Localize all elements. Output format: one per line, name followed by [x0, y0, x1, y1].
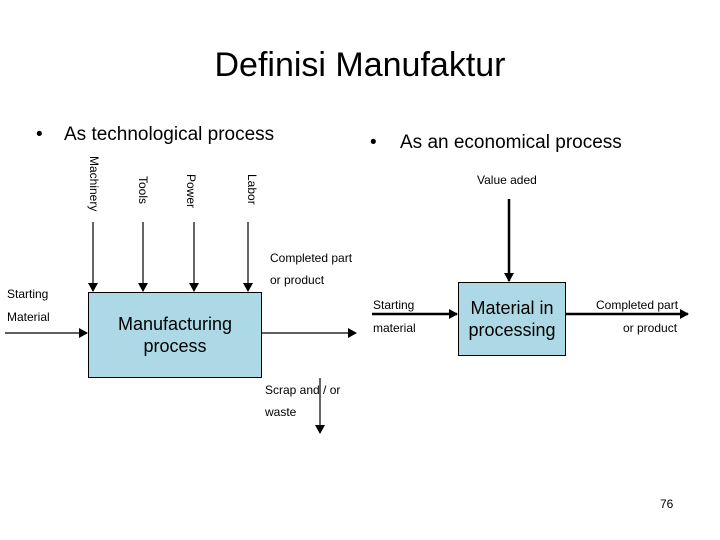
manufacturing-process-label: Manufacturing process	[117, 314, 233, 356]
manufacturing-process-box: Manufacturing process	[88, 292, 262, 378]
left-output-label-1: Completed part	[270, 251, 353, 265]
left-bullet: •	[36, 124, 43, 145]
scrap-label-2: waste	[265, 405, 297, 419]
page-number: 76	[660, 497, 674, 511]
left-start-label-1: Starting	[7, 287, 49, 301]
material-in-processing-box: Material in processing	[458, 282, 566, 356]
left-heading: As technological process	[64, 124, 275, 145]
left-output-label-2: or product	[270, 273, 325, 287]
value-added-label: Value aded	[477, 173, 537, 187]
slide-title: Definisi Manufaktur	[214, 46, 506, 84]
material-in-processing-label: Material in processing	[468, 298, 556, 340]
left-start-label-2: Material	[7, 310, 50, 324]
right-heading: As an economical process	[400, 132, 622, 153]
right-start-label-2: material	[373, 321, 416, 335]
right-output-label-2: or product	[623, 321, 678, 335]
scrap-label-1: Scrap and / or	[265, 383, 341, 397]
right-start-label-1: Starting	[373, 298, 415, 312]
right-output-label-1: Completed part	[596, 298, 679, 312]
right-bullet: •	[370, 132, 377, 153]
